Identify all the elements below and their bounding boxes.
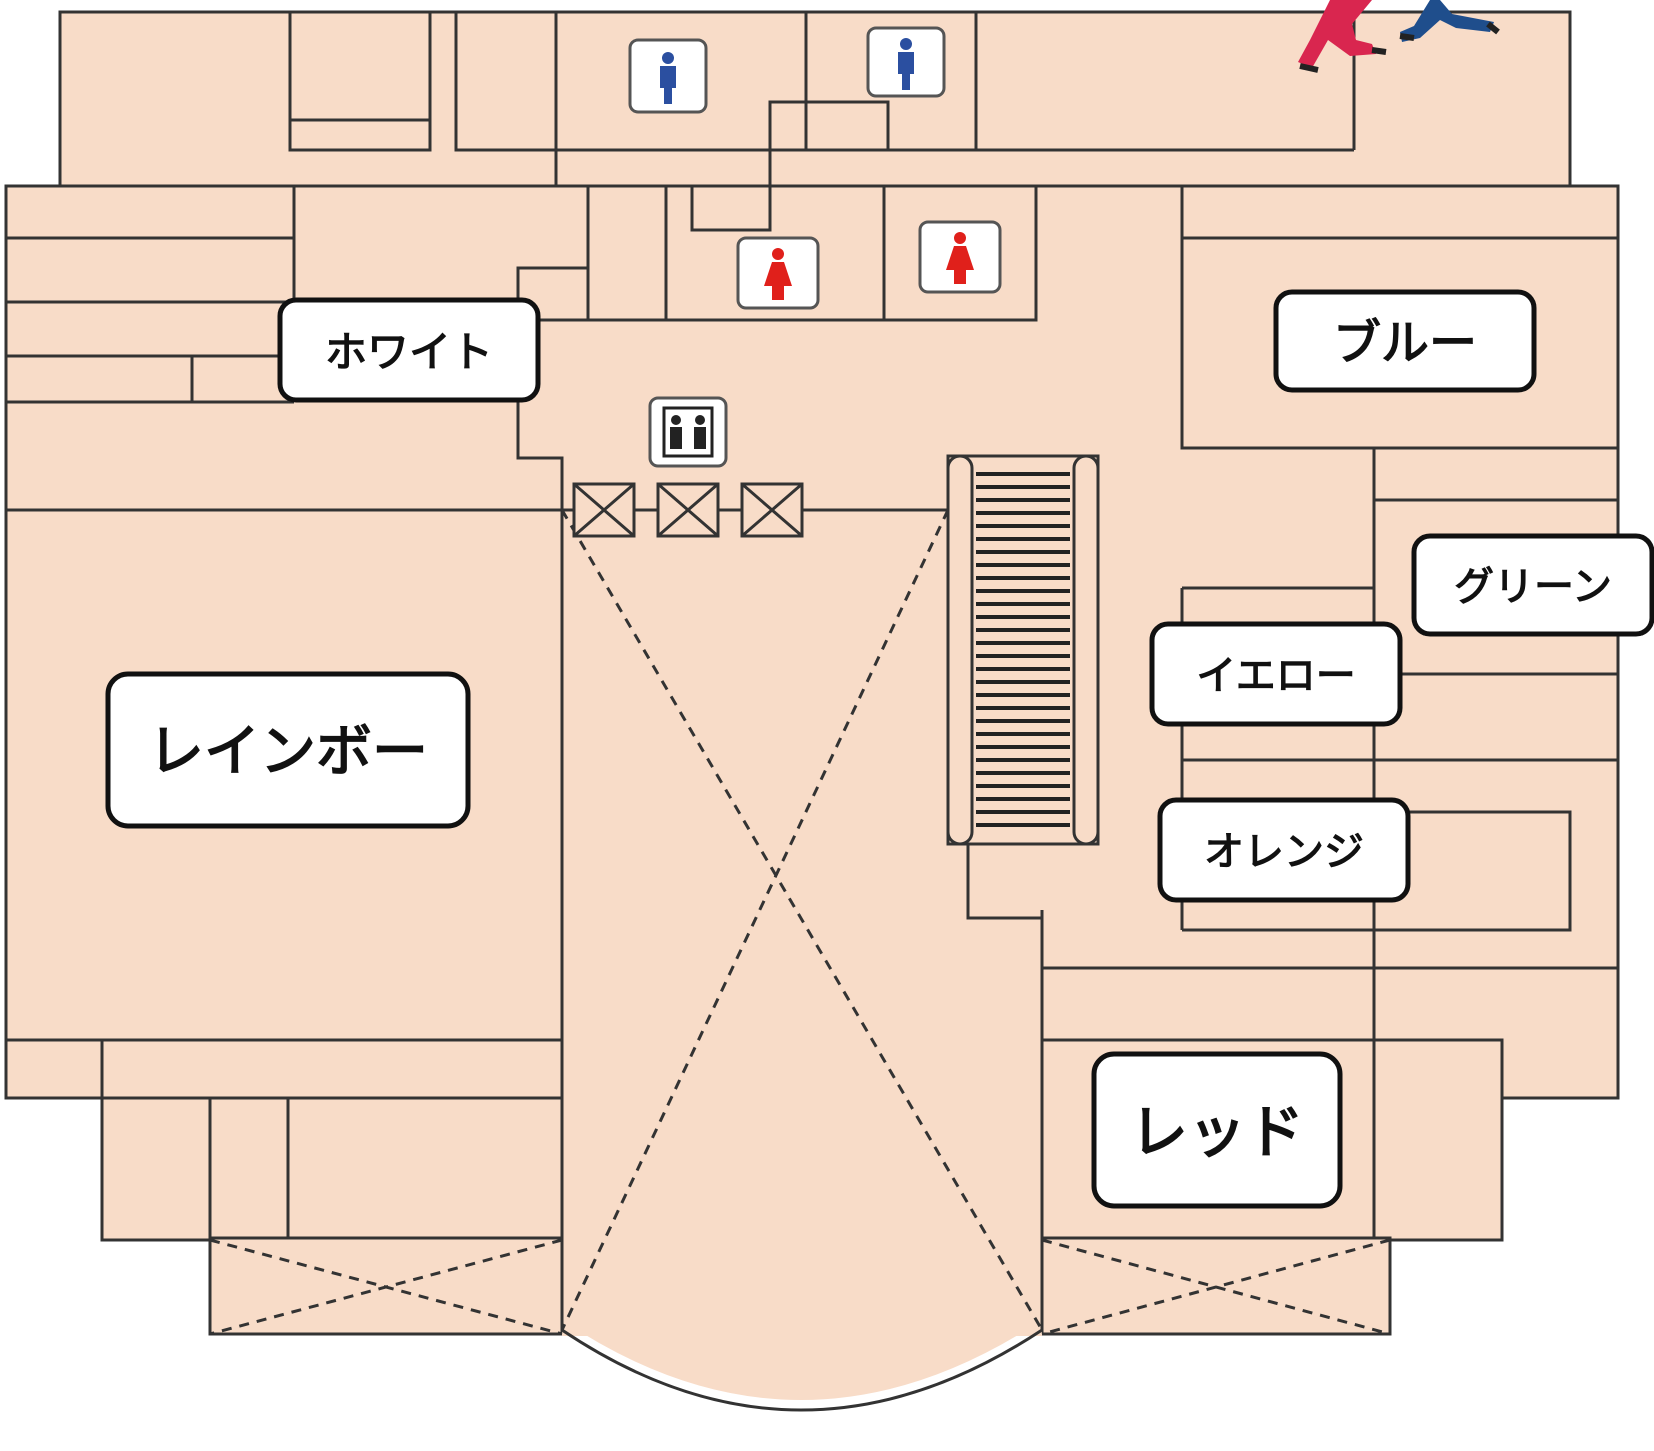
svg-text:ブルー: ブルー (1333, 315, 1477, 371)
room-label-yellow[interactable]: イエロー (1149, 621, 1403, 727)
room-label-blue[interactable]: ブルー (1273, 289, 1537, 393)
svg-text:グリーン: グリーン (1454, 564, 1612, 610)
svg-text:レインボー: レインボー (148, 720, 428, 785)
womens-restroom-icon (918, 220, 1002, 294)
room-label-green[interactable]: グリーン (1411, 533, 1654, 637)
walls (6, 10, 1620, 1412)
room-label-orange[interactable]: オレンジ (1157, 797, 1411, 903)
room-label-rainbow[interactable]: レインボー (105, 671, 471, 829)
svg-text:イエロー: イエロー (1196, 653, 1356, 699)
atrium-void (209, 509, 1391, 1336)
elevator-icon (648, 396, 728, 468)
svg-text:オレンジ: オレンジ (1204, 829, 1364, 875)
elevator-doors (572, 482, 804, 538)
svg-text:ホワイト: ホワイト (325, 328, 493, 377)
svg-text:レッド: レッド (1130, 1098, 1304, 1166)
room-label-red[interactable]: レッド (1091, 1051, 1343, 1209)
mens-restroom-icon (866, 26, 946, 98)
walking-people-illustration (1298, 0, 1500, 73)
escalator (946, 454, 1100, 846)
mens-restroom-icon (628, 38, 708, 114)
womens-restroom-icon (736, 236, 820, 310)
room-label-white[interactable]: ホワイト (277, 297, 541, 403)
